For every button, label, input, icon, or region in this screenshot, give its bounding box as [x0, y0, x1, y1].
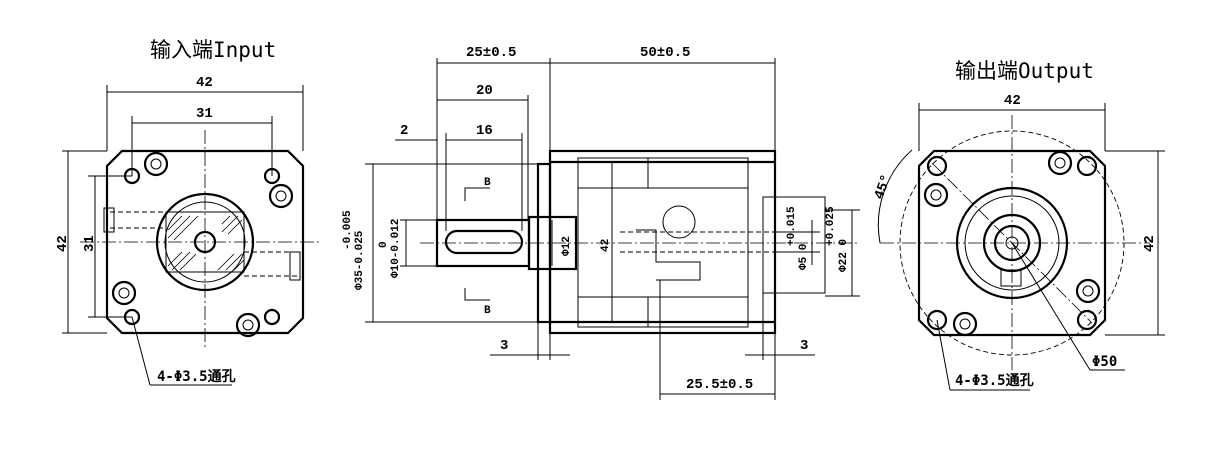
output-hole	[926, 309, 948, 331]
dim-25: 25±0.5	[466, 45, 516, 61]
dim-phi5: Φ5 0	[798, 244, 810, 270]
input-title: 输入端Input	[150, 38, 276, 62]
input-hatch	[167, 215, 245, 271]
dim-3-left: 3	[500, 338, 508, 354]
dim-phi35-tol: -0.005	[342, 210, 354, 250]
dim-50: 50±0.5	[640, 45, 690, 61]
input-coupling	[155, 192, 255, 292]
dim-20: 20	[476, 83, 493, 99]
output-angle-dim: 45°	[872, 173, 896, 202]
dim-phi22: Φ22 0	[838, 239, 850, 272]
dim-phi35: Φ35-0.025	[354, 230, 366, 290]
dim-2: 2	[400, 123, 408, 139]
input-height-spacing-dim: 31	[82, 235, 98, 252]
dim-3-right: 3	[800, 338, 808, 354]
output-hole	[1076, 309, 1098, 331]
dim-25-5: 25.5±0.5	[686, 377, 753, 393]
side-body	[548, 149, 777, 335]
input-hole	[263, 308, 281, 326]
dim-phi12: Φ12	[561, 236, 573, 256]
output-height-dim: 42	[1142, 235, 1158, 252]
section-b-bottom: B	[484, 305, 491, 317]
output-title: 输出端Output	[955, 59, 1094, 83]
dim-h42: 42	[600, 239, 612, 252]
dim-phi22-tol: +0.025	[825, 206, 837, 246]
output-pcd-dim: Φ50	[1092, 354, 1117, 370]
dim-phi10: Φ10-0.012	[390, 219, 402, 278]
side-view: B B 25±0.5 50±0.5 20 16 2 Φ35-0.025 -0.0…	[342, 45, 860, 400]
dim-16: 16	[476, 123, 493, 139]
input-view: 输入端Input	[55, 38, 322, 386]
section-b-top: B	[484, 177, 491, 189]
input-hole-note: 4-Φ3.5通孔	[157, 369, 236, 385]
output-hole-note: 4-Φ3.5通孔	[955, 373, 1034, 389]
input-height-dim: 42	[55, 235, 71, 252]
side-key	[444, 229, 524, 255]
output-housing	[955, 186, 1069, 300]
output-view: 输出端Output 42	[872, 59, 1165, 391]
output-width-dim: 42	[1004, 93, 1021, 109]
dim-phi5-tol: +0.015	[786, 206, 798, 246]
output-flange	[917, 149, 1107, 337]
output-hole	[1076, 155, 1098, 177]
dim-phi10-tol: 0	[378, 241, 390, 248]
input-flange	[105, 149, 305, 335]
input-hole-spacing-dim: 31	[196, 106, 213, 122]
output-hole	[926, 155, 948, 177]
input-width-dim: 42	[196, 75, 213, 91]
